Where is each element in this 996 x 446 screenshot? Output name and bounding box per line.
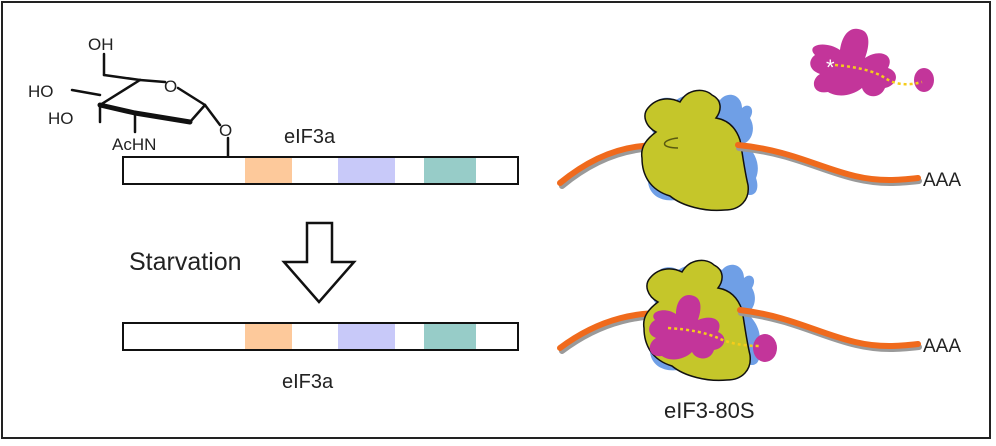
- ribosome-mrna-bottom: [557, 259, 922, 382]
- glcnac-structure: [70, 52, 230, 159]
- eif3-body-bottom: [649, 294, 725, 360]
- down-arrow-icon: [281, 221, 357, 304]
- domain-2-top: [338, 158, 395, 183]
- domain-1-top: [245, 158, 292, 183]
- complex-label: eIF3-80S: [664, 398, 755, 423]
- c5-bond: [102, 73, 142, 82]
- polya-label-top: AAA: [923, 170, 961, 191]
- ho-upper-label: HO: [28, 82, 54, 101]
- linker-dotted-bottom: [667, 326, 761, 348]
- eif3-subunit-bottom: [753, 334, 777, 362]
- eif3-subunit-top: [914, 68, 934, 92]
- ring-oxygen-label: O: [164, 77, 177, 96]
- mrna-right-top: [735, 142, 921, 183]
- domain-3-bottom: [424, 324, 476, 349]
- ribosome-channel-top: [663, 137, 679, 149]
- anomeric-bond: [203, 103, 222, 127]
- ho-lower-label: HO: [48, 109, 74, 128]
- linker-dotted-top: [834, 63, 923, 86]
- free-eif3-complex: *: [810, 28, 934, 97]
- protein-label-top: eIF3a: [284, 126, 336, 148]
- domain-3-top: [424, 158, 476, 183]
- eif3-body-top: [810, 28, 896, 97]
- c1-c2-bond: [188, 103, 207, 124]
- domain-2-bottom: [338, 324, 395, 349]
- mrna-right-bottom: [737, 307, 921, 349]
- c3-oh-bond: [70, 88, 102, 97]
- asterisk-marker: *: [826, 55, 835, 80]
- achn-label: AcHN: [112, 135, 156, 154]
- oh-top-label: OH: [88, 35, 114, 54]
- protein-bar-bottom: [122, 322, 519, 351]
- c3-c4-bold-bond: [97, 102, 138, 116]
- starvation-label: Starvation: [129, 248, 242, 276]
- linker-oxygen-label: O: [219, 121, 232, 140]
- ring-o-right-bond: [176, 86, 207, 107]
- c4-c5-bond: [98, 78, 142, 107]
- ring-o-left-bond: [138, 78, 167, 84]
- ribosome-mrna-top: [557, 89, 922, 212]
- ribosome-large-subunit-top: [640, 89, 749, 212]
- protein-label-bottom: eIF3a: [282, 371, 334, 393]
- polya-label-bottom: AAA: [923, 336, 961, 357]
- domain-1-bottom: [245, 324, 292, 349]
- c2-c3-bold-bond: [132, 110, 193, 125]
- protein-bar-top: [122, 156, 519, 185]
